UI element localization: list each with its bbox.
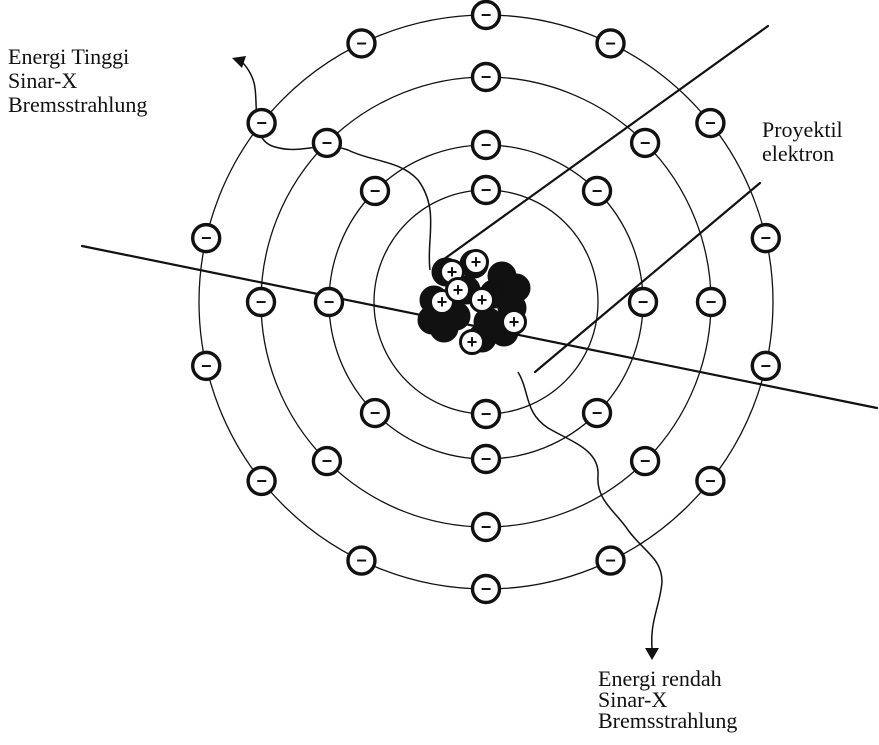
electron-minus-sign: − bbox=[481, 135, 492, 155]
high-energy-line-2: Sinar-X bbox=[8, 69, 147, 93]
electron: − bbox=[697, 110, 724, 137]
electron-minus-sign: − bbox=[370, 403, 381, 423]
electron-minus-sign: − bbox=[638, 292, 649, 312]
proton-plus-sign: + bbox=[471, 252, 482, 272]
electron-minus-sign: − bbox=[256, 292, 267, 312]
electron-minus-sign: − bbox=[201, 356, 212, 376]
electron-minus-sign: − bbox=[705, 113, 716, 133]
electron: − bbox=[473, 64, 500, 91]
electron-minus-sign: − bbox=[481, 180, 492, 200]
electron: − bbox=[632, 129, 659, 156]
low-energy-xray-label: Energi rendah Sinar-X Bremsstrahlung bbox=[598, 668, 737, 731]
electron-minus-sign: − bbox=[592, 181, 603, 201]
low-energy-line-3: Bremsstrahlung bbox=[598, 710, 737, 731]
neutron bbox=[502, 274, 530, 302]
electron: − bbox=[248, 110, 275, 137]
projectile-electron-label: Proyektil elektron bbox=[762, 118, 843, 166]
proton-plus-sign: + bbox=[437, 292, 448, 312]
electron-minus-sign: − bbox=[481, 5, 492, 25]
proton-plus-sign: + bbox=[477, 290, 488, 310]
electron-minus-sign: − bbox=[201, 228, 212, 248]
electron-minus-sign: − bbox=[640, 451, 651, 471]
electron-minus-sign: − bbox=[370, 181, 381, 201]
electron: − bbox=[248, 289, 275, 316]
electron: − bbox=[697, 467, 724, 494]
electron: − bbox=[584, 177, 611, 204]
electron: − bbox=[348, 547, 375, 574]
proton: + bbox=[447, 279, 470, 302]
electron-minus-sign: − bbox=[256, 471, 267, 491]
electron: − bbox=[361, 177, 388, 204]
electron-minus-sign: − bbox=[706, 292, 717, 312]
electron: − bbox=[348, 30, 375, 57]
electron: − bbox=[752, 352, 779, 379]
electron-minus-sign: − bbox=[322, 451, 333, 471]
electron: − bbox=[193, 225, 220, 252]
electron: − bbox=[473, 446, 500, 473]
projectile-line-2: elektron bbox=[762, 142, 843, 166]
proton: + bbox=[461, 331, 484, 354]
electron-minus-sign: − bbox=[481, 449, 492, 469]
proton-plus-sign: + bbox=[467, 332, 478, 352]
projectile-line-1: Proyektil bbox=[762, 118, 843, 142]
proton-plus-sign: + bbox=[453, 280, 464, 300]
electron-minus-sign: − bbox=[481, 517, 492, 537]
electron: − bbox=[473, 132, 500, 159]
electron: − bbox=[698, 289, 725, 316]
electron: − bbox=[630, 289, 657, 316]
electron-minus-sign: − bbox=[761, 228, 772, 248]
electron: − bbox=[584, 400, 611, 427]
electron-minus-sign: − bbox=[592, 403, 603, 423]
electron-minus-sign: − bbox=[605, 551, 616, 571]
proton: + bbox=[503, 311, 526, 334]
proton: + bbox=[471, 289, 494, 312]
electron-minus-sign: − bbox=[481, 579, 492, 599]
electron: − bbox=[632, 448, 659, 475]
nucleus: +++++++ bbox=[418, 250, 530, 354]
electron-minus-sign: − bbox=[605, 33, 616, 53]
electron: − bbox=[597, 30, 624, 57]
electron-minus-sign: − bbox=[640, 133, 651, 153]
electron-minus-sign: − bbox=[356, 551, 367, 571]
high-energy-line-1: Energi Tinggi bbox=[8, 45, 147, 69]
electron-minus-sign: − bbox=[256, 113, 267, 133]
low-energy-line-1: Energi rendah bbox=[598, 668, 737, 689]
high-energy-xray-label: Energi Tinggi Sinar-X Bremsstrahlung bbox=[8, 45, 147, 117]
electron: − bbox=[473, 401, 500, 428]
electron: − bbox=[597, 547, 624, 574]
electron: − bbox=[316, 289, 343, 316]
proton-plus-sign: + bbox=[509, 312, 520, 332]
electron-minus-sign: − bbox=[356, 33, 367, 53]
electron-minus-sign: − bbox=[481, 67, 492, 87]
electron-minus-sign: − bbox=[481, 404, 492, 424]
electron: − bbox=[313, 448, 340, 475]
low-energy-line-2: Sinar-X bbox=[598, 689, 737, 710]
electron: − bbox=[193, 352, 220, 379]
low-energy-arrow-icon bbox=[645, 648, 659, 660]
electron: − bbox=[313, 129, 340, 156]
electron: − bbox=[248, 467, 275, 494]
electron: − bbox=[473, 514, 500, 541]
proton: + bbox=[465, 251, 488, 274]
electron: − bbox=[361, 400, 388, 427]
electron: − bbox=[473, 177, 500, 204]
electron-minus-sign: − bbox=[761, 356, 772, 376]
projectile-electron-path-line bbox=[535, 183, 760, 372]
high-energy-line-3: Bremsstrahlung bbox=[8, 93, 147, 117]
electron: − bbox=[473, 576, 500, 603]
electron: − bbox=[752, 225, 779, 252]
electron-minus-sign: − bbox=[322, 133, 333, 153]
electron-minus-sign: − bbox=[324, 292, 335, 312]
electron-minus-sign: − bbox=[705, 471, 716, 491]
electron: − bbox=[473, 2, 500, 29]
high-energy-arrow-icon bbox=[232, 56, 246, 68]
